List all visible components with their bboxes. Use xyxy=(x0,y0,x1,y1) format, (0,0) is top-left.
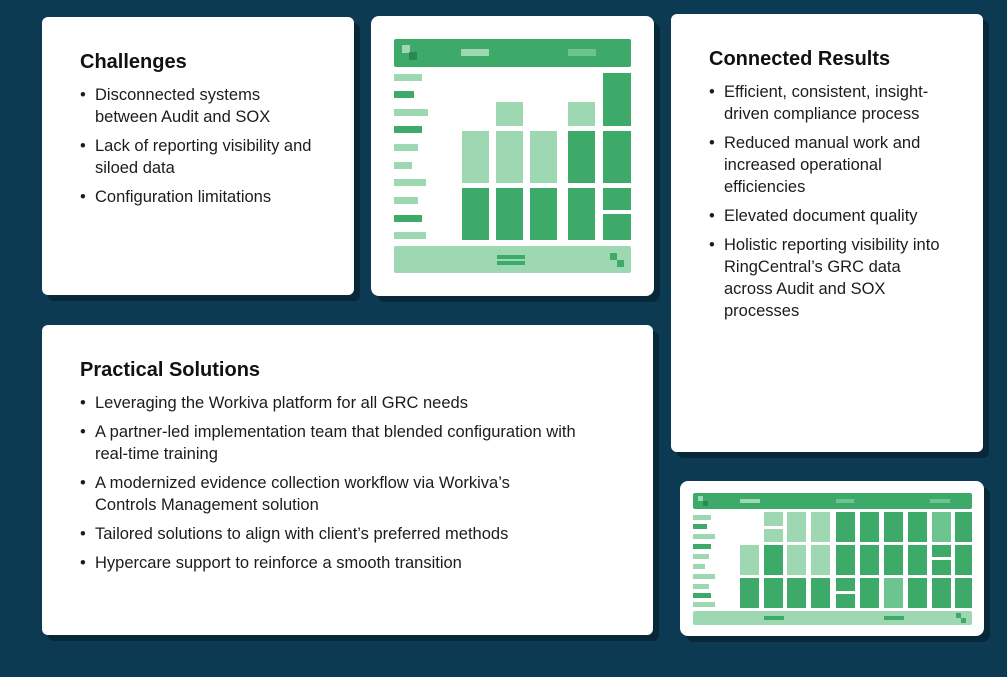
dashboard-grid-illustration-icon xyxy=(680,481,984,636)
list-item: Holistic reporting visibility into RingC… xyxy=(709,234,949,322)
list-item: Lack of reporting visibility and siloed … xyxy=(80,135,315,179)
list-item: Disconnected systems between Audit and S… xyxy=(80,84,305,128)
dashboard-illustration-icon xyxy=(371,16,654,296)
list-item: A partner-led implementation team that b… xyxy=(80,421,610,465)
list-item: Leveraging the Workiva platform for all … xyxy=(80,392,615,414)
challenges-card: Challenges Disconnected systems between … xyxy=(42,17,354,295)
challenges-title: Challenges xyxy=(80,51,187,73)
list-item: Efficient, consistent, insight-driven co… xyxy=(709,81,934,125)
list-item: A modernized evidence collection workflo… xyxy=(80,472,575,516)
list-item: Hypercare support to reinforce a smooth … xyxy=(80,552,615,574)
results-title: Connected Results xyxy=(709,48,891,70)
solutions-title: Practical Solutions xyxy=(80,359,261,381)
challenges-list: Disconnected systems between Audit and S… xyxy=(80,84,316,208)
list-item: Elevated document quality xyxy=(709,205,945,227)
solutions-card: Practical Solutions Leveraging the Worki… xyxy=(42,325,653,635)
list-item: Configuration limitations xyxy=(80,186,316,208)
results-card: Connected Results Efficient, consistent,… xyxy=(671,14,983,452)
list-item: Reduced manual work and increased operat… xyxy=(709,132,944,198)
list-item: Tailored solutions to align with client’… xyxy=(80,523,615,545)
results-list: Efficient, consistent, insight-driven co… xyxy=(709,81,945,322)
solutions-list: Leveraging the Workiva platform for all … xyxy=(80,392,615,574)
